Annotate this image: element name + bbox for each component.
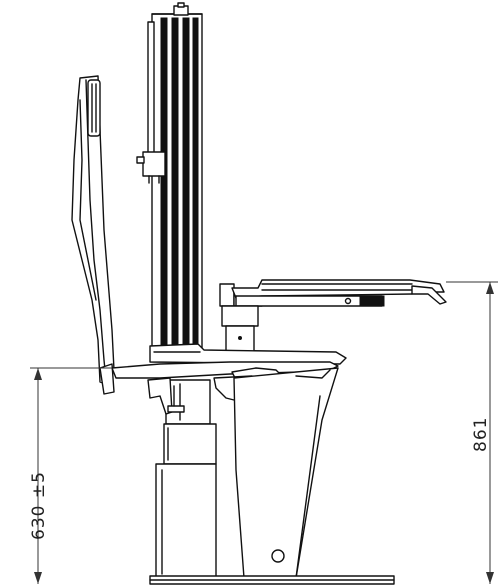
seat-height-label: 630 ±5 [29,471,49,540]
vertical-column [136,2,203,357]
lift-column [147,377,395,585]
backrest [71,75,115,395]
dimension-arrow-top [34,368,42,380]
dimension-arrow-bottom [34,572,42,584]
pedestal-body [233,367,339,579]
dimension-arrow-top [486,282,494,294]
seat-height-dimension: 630 ±5 [29,367,112,584]
overall-height-label: 861 [471,417,491,452]
instrument-tray [219,279,447,357]
dimension-arrow-bottom [486,572,494,584]
overall-height-dimension: 861 [446,281,498,584]
